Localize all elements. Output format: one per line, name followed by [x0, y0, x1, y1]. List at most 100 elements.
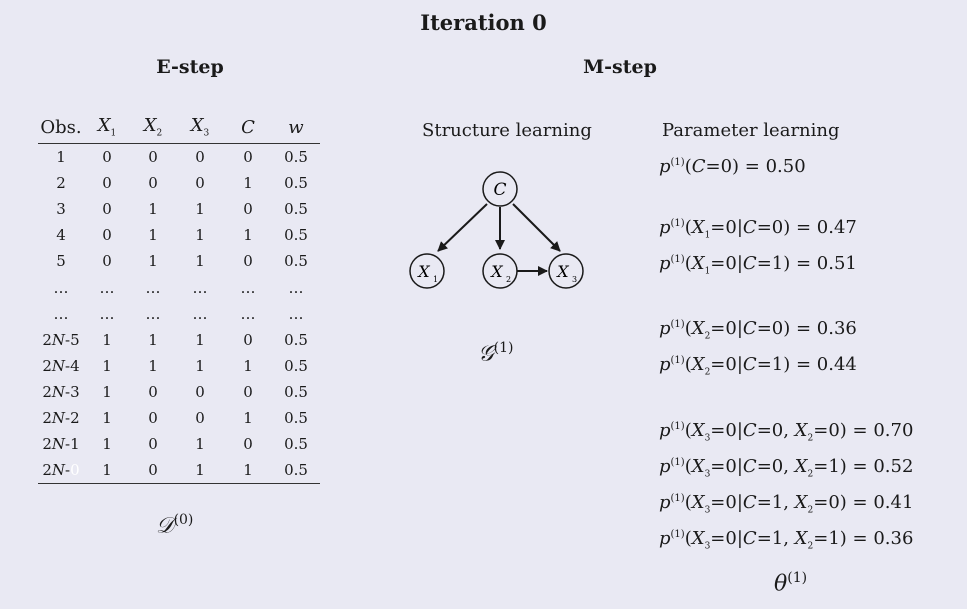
node-x1: X 1 — [409, 253, 445, 289]
table-cell: … — [53, 278, 69, 297]
graph-symbol: 𝒢 — [478, 341, 494, 367]
table-cell: 0 — [102, 226, 112, 245]
parameter-line: p(1)(X2=0|C=1) = 0.44 — [659, 354, 857, 378]
svg-text:X: X — [416, 262, 430, 281]
table-cell: 0 — [243, 148, 253, 167]
table-cell: 1 — [243, 174, 253, 193]
table-row: ……………… — [38, 301, 320, 327]
svg-text:3: 3 — [572, 275, 577, 284]
table-cell: 0 — [102, 174, 112, 193]
parameter-line: p(1)(X1=0|C=0) = 0.47 — [659, 217, 857, 241]
table-cell: 1 — [195, 200, 205, 219]
theta-symbol: θ — [774, 571, 788, 597]
table-cell: 2N-3 — [42, 382, 80, 401]
parameter-line: p(1)(X3=0|C=0, X2=1) = 0.52 — [659, 456, 914, 480]
parameter-line: p(1)(X3=0|C=1, X2=1) = 0.36 — [659, 528, 914, 552]
table-cell: 2N-1 — [42, 435, 80, 454]
table-cell: … — [53, 304, 69, 323]
table-cell: 0 — [243, 435, 253, 454]
table-cell: 1 — [243, 226, 253, 245]
table-cell: 2N-2 — [42, 408, 80, 427]
table-cell: 0 — [148, 382, 158, 401]
edge-c-x3 — [512, 203, 561, 252]
table-cell: 0.5 — [284, 174, 308, 193]
table-cell: … — [240, 278, 256, 297]
node-x3: X 3 — [548, 253, 584, 289]
parameter-line: p(1)(X3=0|C=0, X2=0) = 0.70 — [659, 420, 914, 444]
graph-superscript: (1) — [493, 340, 514, 356]
table-cell: 1 — [84, 457, 130, 485]
svg-text:X: X — [555, 262, 569, 281]
bayesian-network-graph: C X 1 X 2 X 3 — [409, 171, 584, 289]
table-cell: 1 — [148, 356, 158, 375]
table-cell: 0 — [102, 148, 112, 167]
table-cell: 0.5 — [284, 382, 308, 401]
table-cell: 0 — [243, 382, 253, 401]
table-cell: 0 — [243, 252, 253, 271]
structure-learning-heading: Structure learning — [422, 120, 592, 141]
table-cell: 0 — [148, 435, 158, 454]
table-cell: 4 — [56, 226, 66, 245]
table-cell: 1 — [148, 252, 158, 271]
graph-label: 𝒢(1) — [478, 340, 514, 366]
iteration-title: Iteration 0 — [420, 10, 547, 35]
table-cell: 2N-0 — [38, 457, 84, 485]
table-cell: 1 — [243, 356, 253, 375]
table-cell: 0 — [130, 457, 176, 485]
edge-c-x1 — [437, 203, 488, 252]
svg-text:C: C — [493, 180, 506, 200]
parameter-line: p(1)(X3=0|C=1, X2=0) = 0.41 — [659, 492, 914, 516]
node-c: C — [482, 171, 518, 207]
table-cell: 0 — [195, 408, 205, 427]
parameter-line: p(1)(X2=0|C=0) = 0.36 — [659, 318, 857, 342]
table-cell: 0.5 — [284, 148, 308, 167]
svg-text:X: X — [489, 262, 503, 281]
table-cell: 0 — [148, 148, 158, 167]
table-cell: 2N-4 — [42, 356, 80, 375]
table-cell: 1 — [148, 200, 158, 219]
table-cell: 0.5 — [284, 200, 308, 219]
table-cell: 1 — [102, 356, 112, 375]
table-cell: … — [240, 304, 256, 323]
svg-text:1: 1 — [433, 275, 438, 284]
col-x1: X1 — [84, 113, 130, 144]
table-cell: 2 — [56, 174, 66, 193]
table-cell: 1 — [195, 435, 205, 454]
table-cell: 0 — [102, 200, 112, 219]
table-cell: 0.5 — [284, 435, 308, 454]
table-cell: 0 — [102, 252, 112, 271]
table-cell: 0.5 — [284, 252, 308, 271]
node-x2: X 2 — [482, 253, 518, 289]
table-cell: 0 — [195, 148, 205, 167]
data-symbol: 𝒟 — [156, 513, 174, 539]
table-cell: 5 — [56, 252, 66, 271]
table-cell: 0.5 — [272, 457, 320, 485]
estep-heading: E-step — [156, 56, 224, 78]
table-cell: 0 — [243, 200, 253, 219]
table-cell: 1 — [195, 226, 205, 245]
table-cell: 1 — [102, 408, 112, 427]
table-cell: … — [192, 304, 208, 323]
table-cell: 1 — [176, 457, 224, 485]
table-header-row: Obs. X1 X2 X3 C w — [38, 113, 320, 144]
table-cell: 1 — [195, 356, 205, 375]
table-cell: … — [288, 278, 304, 297]
parameter-learning-heading: Parameter learning — [662, 120, 840, 141]
table-cell: 2N-5 — [42, 330, 80, 349]
table-cell: 0 — [148, 408, 158, 427]
table-cell: 1 — [102, 382, 112, 401]
theta-label: θ(1) — [774, 570, 807, 596]
col-w: w — [272, 113, 320, 144]
parameter-line: p(1)(C=0) = 0.50 — [659, 156, 806, 177]
